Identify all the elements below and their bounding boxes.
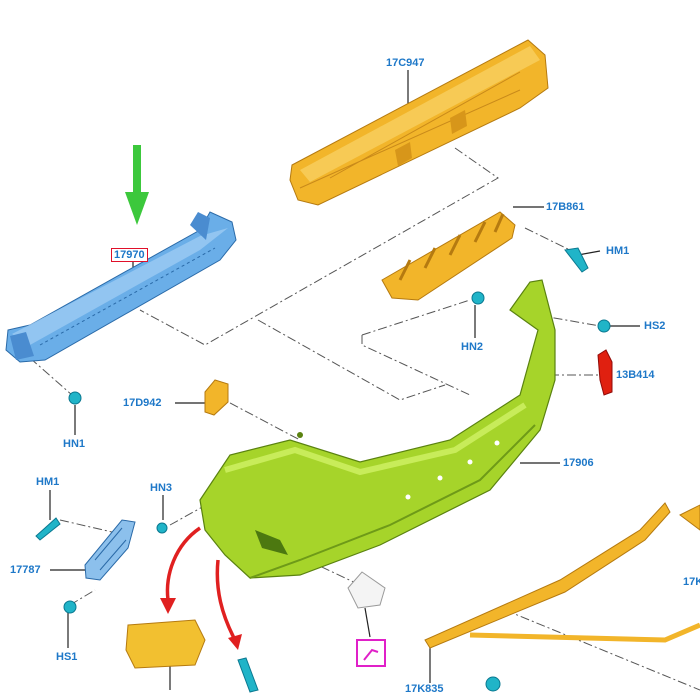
red-arrow-right-icon [215,559,237,641]
small-bracket-part [204,379,229,416]
upper-bracket-part [381,211,516,301]
fastener-hm1-right-icon [564,247,589,273]
alignment-line-absorber [139,147,499,346]
fastener-hn2-icon [471,291,485,305]
lower-moulding-part [424,502,700,649]
cap-marker-icon [356,639,386,667]
fastener-lower-icon [237,657,259,693]
fastener-bottom-icon [485,676,501,692]
fasteners [35,247,611,693]
label-hs1: HS1 [56,651,78,663]
highlight-arrow-icon [125,145,149,225]
alignment-line-bumper [361,299,471,336]
label-hm1-left: HM1 [36,476,60,488]
fastener-hn3-icon [156,522,168,534]
label-17k835: 17K835 [405,683,444,695]
label-17d942: 17D942 [123,397,162,409]
label-17c947: 17C947 [386,57,425,69]
alignment-line-bracket [257,319,446,401]
alignment-line-lower [504,609,700,691]
alignment-line-center [361,335,471,396]
fastener-hm1-left-icon [35,517,61,541]
alignment-line-17d942 [214,394,301,441]
fastener-hs2-icon [597,319,611,333]
label-17970-highlighted: 17970 [111,248,148,262]
label-17k-cut: 17K [683,576,700,588]
reinforcement-beam-part [5,211,237,363]
fastener-hs1-icon [63,600,77,614]
alignment-line-left [29,357,73,396]
tow-eye-cap-part [347,571,386,609]
label-13b414: 13B414 [616,369,655,381]
label-hm1-right: HM1 [606,245,630,257]
label-hn3: HN3 [150,482,173,494]
side-bracket-part [84,519,136,581]
label-hn1: HN1 [63,438,86,450]
label-17906: 17906 [563,457,594,469]
label-17b861: 17B861 [546,201,585,213]
alignment-line-hm1 [524,227,579,255]
direction-arrows [165,526,237,641]
tow-cover-part [125,619,206,669]
red-arrow-left-icon [165,526,201,601]
label-hs2: HS2 [644,320,666,332]
label-hn2: HN2 [461,341,484,353]
fastener-hn1-icon [68,391,82,405]
reflector-part [597,349,613,396]
energy-absorber-part [289,39,549,206]
bumper-cover-part [199,279,556,579]
label-17787: 17787 [10,564,41,576]
